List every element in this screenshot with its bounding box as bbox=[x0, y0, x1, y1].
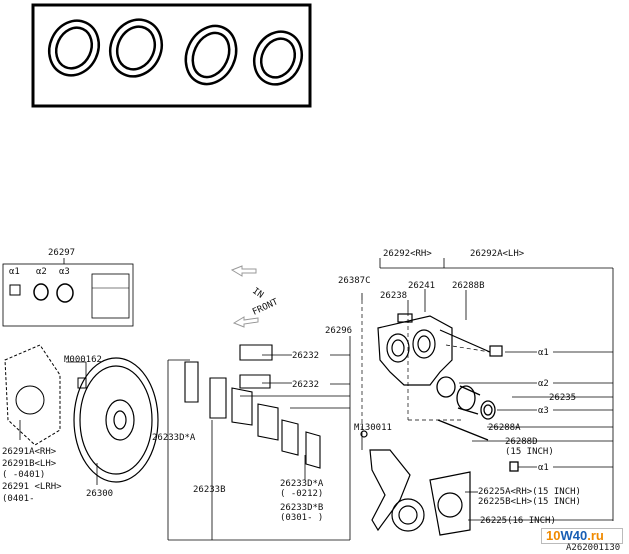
label-alpha3: α3 bbox=[538, 406, 549, 416]
watermark-logo: 10W40.ru bbox=[546, 528, 604, 543]
seal-kit-illustration bbox=[31, 3, 312, 108]
label-26291: 26291 <LRH> bbox=[2, 482, 62, 492]
direction-arrows: IN FRONT bbox=[230, 265, 280, 328]
inset-label-a3: α3 bbox=[59, 267, 70, 277]
label-26288d-size: (15 INCH) bbox=[505, 447, 554, 457]
label-26225b: 26225B<LH>(15 INCH) bbox=[478, 497, 581, 507]
leader-lines bbox=[19, 258, 614, 541]
label-26241: 26241 bbox=[408, 281, 435, 291]
label-26233d-a-date: ( -0212) bbox=[280, 489, 323, 499]
label-alpha1-top: α1 bbox=[538, 348, 549, 358]
brake-rotor-illustration bbox=[73, 357, 159, 483]
piston-seal-illustration bbox=[436, 376, 519, 472]
watermark-logo-box bbox=[541, 528, 623, 544]
label-26225: 26225(16 INCH) bbox=[480, 516, 556, 526]
label-26233d-b: 26233D*B bbox=[280, 503, 323, 513]
label-26387c: 26387C bbox=[338, 276, 371, 286]
label-26300: 26300 bbox=[86, 489, 113, 499]
dust-shield-illustration bbox=[4, 344, 87, 446]
label-26225a: 26225A<RH>(15 INCH) bbox=[478, 487, 581, 497]
label-26232-lower: 26232 bbox=[292, 380, 319, 390]
label-26233d-a-left: 26233D*A bbox=[152, 433, 196, 443]
label-m000162: M000162 bbox=[64, 355, 102, 365]
label-26288a: 26288A bbox=[488, 423, 521, 433]
front-arrow-label: FRONT bbox=[251, 297, 280, 318]
label-26233b: 26233B bbox=[193, 485, 226, 495]
diagram-code: A262001130 bbox=[566, 543, 621, 553]
inset-label-a1: α1 bbox=[9, 267, 20, 277]
label-26292a: 26292A<LH> bbox=[470, 249, 525, 259]
caliper-body-illustration bbox=[377, 313, 503, 386]
part-labels: 26292<RH> 26292A<LH> 26387C 26241 26238 … bbox=[2, 249, 581, 526]
label-26235: 26235 bbox=[549, 393, 576, 403]
label-26232-upper: 26232 bbox=[292, 351, 319, 361]
dashed-leaders bbox=[361, 300, 491, 430]
label-alpha1-bottom: α1 bbox=[538, 463, 549, 473]
label-26291-date1: ( -0401) bbox=[2, 470, 45, 480]
label-26291-date2: (0401- bbox=[2, 494, 35, 504]
seal-kit-inset: 26297 α1 α2 α3 bbox=[2, 248, 134, 327]
steering-knuckle-illustration bbox=[360, 430, 471, 536]
label-26291b: 26291B<LH> bbox=[2, 459, 57, 469]
label-26288b: 26288B bbox=[452, 281, 485, 291]
label-26292: 26292<RH> bbox=[383, 249, 432, 259]
label-m130011: M130011 bbox=[354, 423, 392, 433]
in-arrow-label: IN bbox=[250, 286, 265, 300]
label-26233d-a: 26233D*A bbox=[280, 479, 324, 489]
label-26288d: 26288D bbox=[505, 437, 538, 447]
inset-part-label: 26297 bbox=[48, 248, 75, 258]
inset-label-a2: α2 bbox=[36, 267, 47, 277]
label-26291a: 26291A<RH> bbox=[2, 447, 57, 457]
label-26238: 26238 bbox=[380, 291, 407, 301]
label-26233d-b-date: (0301- ) bbox=[280, 513, 323, 523]
brake-pads-illustration bbox=[184, 344, 321, 469]
label-alpha2: α2 bbox=[538, 379, 549, 389]
label-26296: 26296 bbox=[325, 326, 352, 336]
